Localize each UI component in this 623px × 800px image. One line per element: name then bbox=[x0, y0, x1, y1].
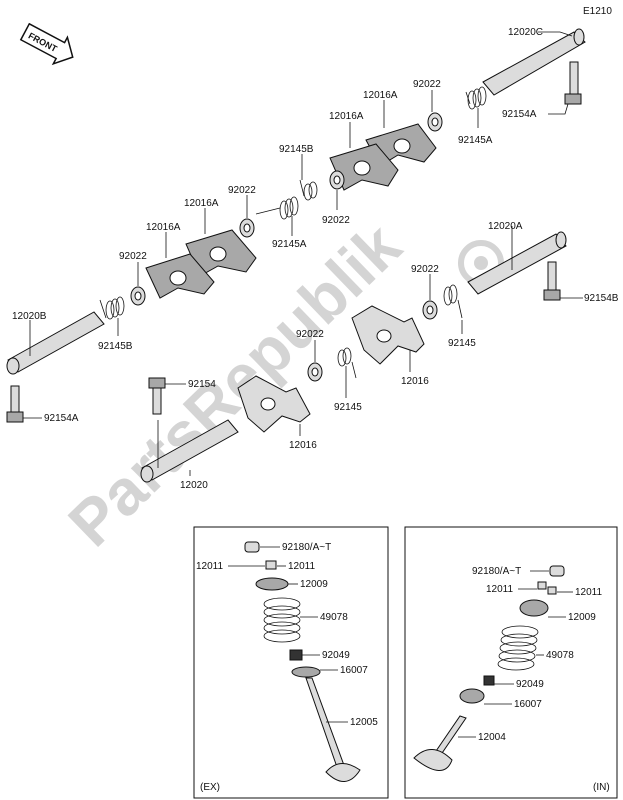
ex-callout-12009: 12009 bbox=[300, 579, 328, 590]
shaft-12020 bbox=[140, 419, 239, 483]
bolt-92154b bbox=[543, 261, 561, 301]
rocker-arm-12016a bbox=[145, 253, 215, 299]
ex-callout-12005: 12005 bbox=[350, 717, 378, 728]
in-callout-16007: 16007 bbox=[514, 699, 542, 710]
washer-hole bbox=[333, 175, 341, 185]
in-valve-box bbox=[404, 526, 618, 799]
ex-callout-49078: 49078 bbox=[320, 612, 348, 623]
callout-92022-f: 92022 bbox=[296, 329, 324, 340]
callout-12020: 12020 bbox=[180, 480, 208, 491]
callout-92154b: 92154B bbox=[584, 293, 619, 304]
ex-callout-12011-right: 12011 bbox=[288, 561, 316, 572]
callout-12016a-d: 12016A bbox=[146, 222, 181, 233]
bolt-92154 bbox=[148, 377, 166, 415]
spring-92145b bbox=[99, 296, 125, 320]
callout-92145b-a: 92145B bbox=[279, 144, 314, 155]
callout-92022-c: 92022 bbox=[228, 185, 256, 196]
spring-92145 bbox=[337, 347, 357, 379]
callout-92022-a: 92022 bbox=[413, 79, 441, 90]
callout-92145b-b: 92145B bbox=[98, 341, 133, 352]
leader bbox=[548, 103, 569, 115]
callout-92022-d: 92022 bbox=[119, 251, 147, 262]
in-callout-12004: 12004 bbox=[478, 732, 506, 743]
ex-box-tag: (EX) bbox=[200, 782, 220, 793]
washer-hole bbox=[311, 367, 319, 377]
callout-12020c: 12020C bbox=[508, 27, 543, 38]
in-callout-92049: 92049 bbox=[516, 679, 544, 690]
in-box-tag: (IN) bbox=[593, 782, 610, 793]
front-arrow-icon: FRONT bbox=[19, 22, 74, 66]
callout-12016a-c: 12016A bbox=[184, 198, 219, 209]
ex-callout-12011-left: 12011 bbox=[196, 561, 224, 572]
leader bbox=[538, 31, 573, 37]
bolt-92154a bbox=[6, 385, 24, 423]
callout-12020b: 12020B bbox=[12, 311, 47, 322]
bolt-92154a bbox=[564, 61, 582, 105]
callout-92154: 92154 bbox=[188, 379, 216, 390]
in-callout-49078: 49078 bbox=[546, 650, 574, 661]
spring-92145a bbox=[255, 196, 299, 220]
shaft-12020c bbox=[482, 28, 586, 96]
spring-92145b bbox=[299, 179, 318, 201]
callout-92145: 92145 bbox=[448, 338, 476, 349]
in-valve-assembly bbox=[413, 565, 565, 771]
in-callout-12011-right: 12011 bbox=[575, 587, 603, 598]
diagram-code: E1210 bbox=[583, 6, 612, 17]
in-callout-92180: 92180/A~T bbox=[472, 566, 521, 577]
rocker-arm-12016a bbox=[185, 229, 257, 277]
callout-92145-b: 92145 bbox=[334, 402, 362, 413]
washer-hole bbox=[431, 117, 439, 127]
in-callout-12011-left: 12011 bbox=[486, 584, 514, 595]
rocker-arm-12016a bbox=[329, 143, 399, 191]
rocker-arm-12016 bbox=[351, 305, 425, 365]
ex-callout-92049: 92049 bbox=[322, 650, 350, 661]
callout-12016-b: 12016 bbox=[289, 440, 317, 451]
washer-hole bbox=[243, 223, 251, 233]
callout-12016a-b: 12016A bbox=[329, 111, 364, 122]
spring-92145 bbox=[443, 284, 463, 319]
spring-92145a bbox=[465, 86, 487, 110]
callout-92154a-top: 92154A bbox=[502, 109, 537, 120]
in-callout-12009: 12009 bbox=[568, 612, 596, 623]
callout-92145a-b: 92145A bbox=[272, 239, 307, 250]
ex-callout-16007: 16007 bbox=[340, 665, 368, 676]
callout-92154a-left: 92154A bbox=[44, 413, 79, 424]
callout-12016a-a: 12016A bbox=[363, 90, 398, 101]
callout-92145a-a: 92145A bbox=[458, 135, 493, 146]
shaft-12020a bbox=[467, 231, 567, 295]
washer-hole bbox=[134, 291, 142, 301]
ex-callout-92180: 92180/A~T bbox=[282, 542, 331, 553]
washer-hole bbox=[426, 305, 434, 315]
callout-12016-a: 12016 bbox=[401, 376, 429, 387]
rocker-arm-12016 bbox=[237, 375, 311, 433]
ex-valve-box bbox=[193, 526, 389, 799]
callout-92022-e: 92022 bbox=[411, 264, 439, 275]
callout-92022-b: 92022 bbox=[322, 215, 350, 226]
callout-12020a: 12020A bbox=[488, 221, 523, 232]
shaft-12020b bbox=[6, 311, 105, 375]
ex-valve-assembly bbox=[244, 541, 361, 782]
